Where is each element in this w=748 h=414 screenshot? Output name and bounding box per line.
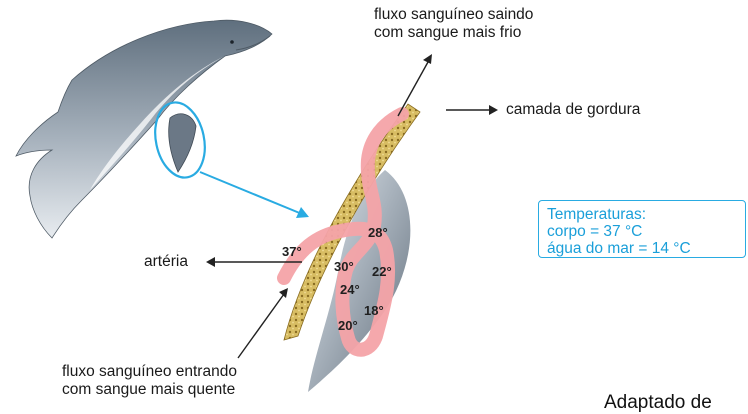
flow-in-label: fluxo sanguíneo entrando com sangue mais… xyxy=(62,363,237,399)
fin-shape xyxy=(308,170,411,392)
flow-out-line-1: fluxo sanguíneo saindo xyxy=(374,6,534,23)
temp-30: 30° xyxy=(334,259,354,274)
body-temperature: corpo = 37 °C xyxy=(547,223,643,240)
fat-layer-band xyxy=(283,103,421,341)
artery-arrowhead xyxy=(206,257,215,267)
flow-in-arrowhead xyxy=(279,288,288,298)
temperatures-title: Temperaturas: xyxy=(547,206,647,223)
source-credit: Adaptado de xyxy=(604,392,712,413)
magnifier-arrow xyxy=(199,171,303,215)
artery-label: artéria xyxy=(144,253,188,270)
fat-layer-arrowhead xyxy=(489,105,498,115)
magnifier-arrowhead xyxy=(296,207,309,218)
dolphin-body xyxy=(15,19,273,239)
dolphin-mouth-line xyxy=(235,35,271,51)
fin-detail: 37° 30° 24° 20° 28° 22° 18° xyxy=(277,103,421,392)
flow-in-line-2: com sangue mais quente xyxy=(62,381,236,398)
flow-out-line-2: com sangue mais frio xyxy=(374,24,522,41)
flow-out-arrowhead xyxy=(423,54,432,64)
sea-water-temperature: água do mar = 14 °C xyxy=(547,240,691,257)
temperatures-box: Temperaturas: corpo = 37 °C água do mar … xyxy=(538,200,746,258)
flow-out-label: fluxo sanguíneo saindo com sangue mais f… xyxy=(374,6,533,42)
fat-layer-label: camada de gordura xyxy=(506,101,641,118)
flow-in-line-1: fluxo sanguíneo entrando xyxy=(62,363,237,380)
flow-out-arrow xyxy=(397,61,429,117)
temp-28: 28° xyxy=(368,225,388,240)
temp-20: 20° xyxy=(338,318,358,333)
dolphin-pectoral-fin xyxy=(168,113,197,173)
temp-24: 24° xyxy=(340,282,360,297)
blood-vessel-loop xyxy=(277,107,409,357)
label-arrows xyxy=(206,54,498,359)
temp-18: 18° xyxy=(364,303,384,318)
dolphin-eye xyxy=(230,40,234,44)
temp-22: 22° xyxy=(372,264,392,279)
magnifier-circle xyxy=(154,101,206,179)
flow-in-arrow xyxy=(237,293,285,359)
temp-37: 37° xyxy=(282,244,302,259)
dolphin-illustration xyxy=(15,19,273,239)
